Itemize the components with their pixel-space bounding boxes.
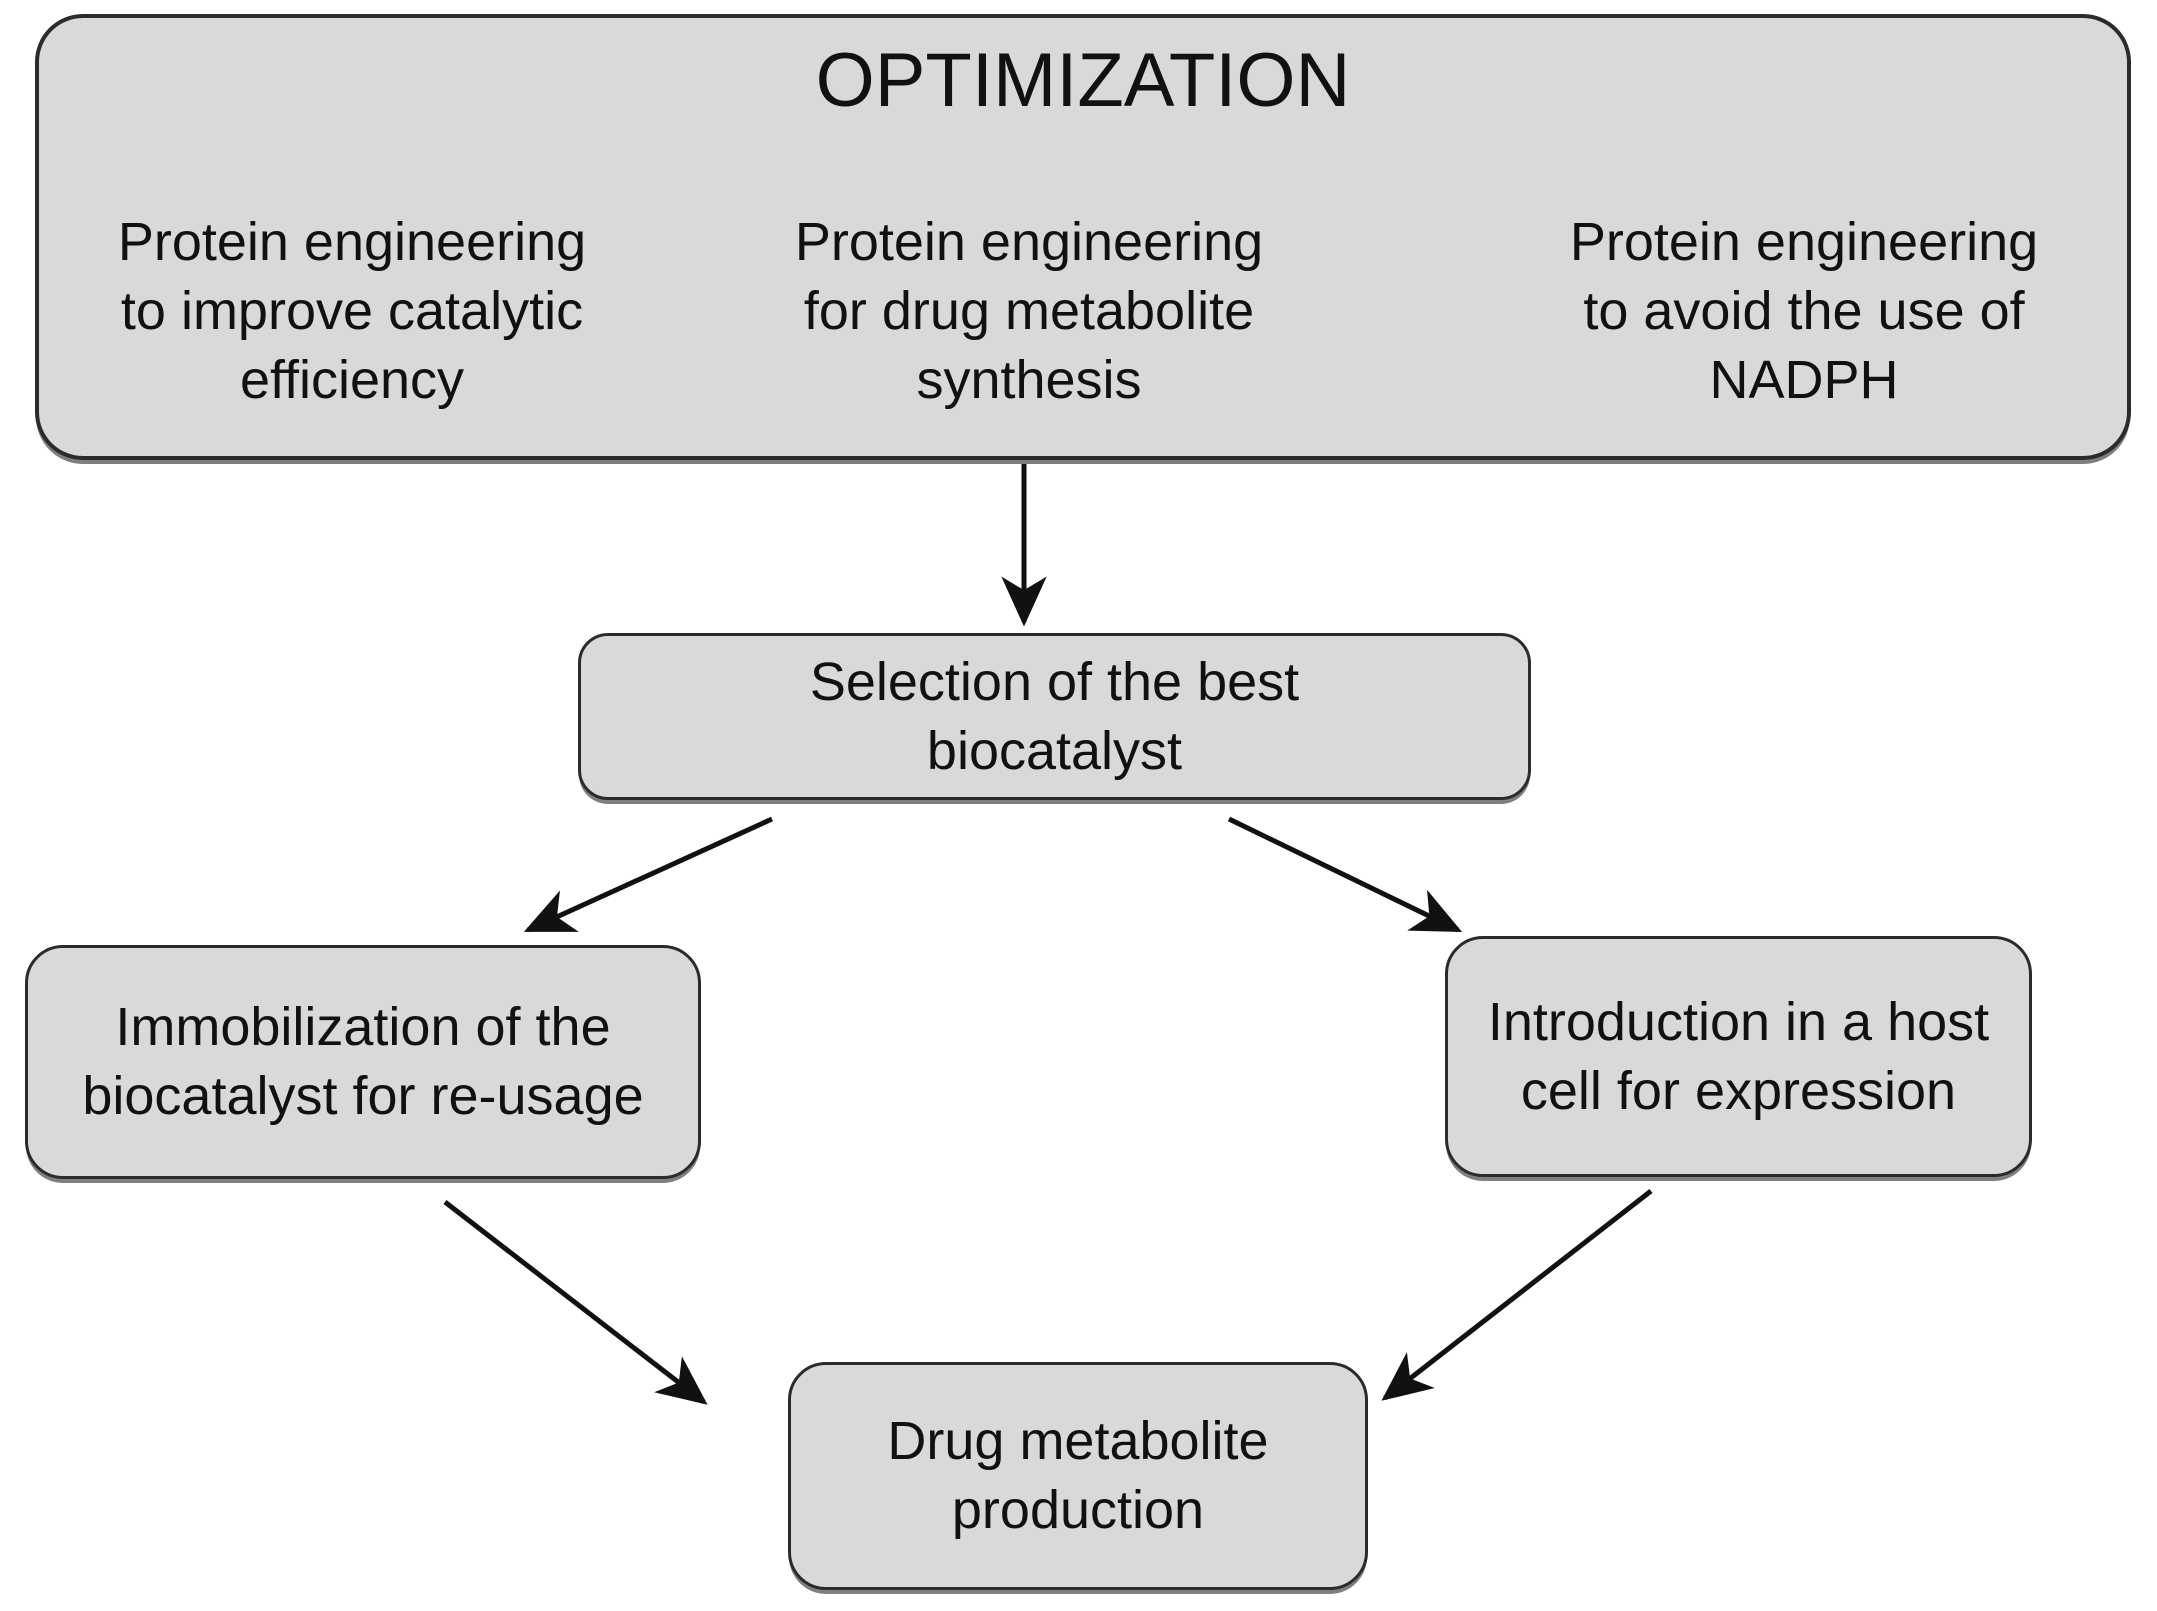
arrow-immobilization-to-production	[443, 1200, 708, 1405]
host-cell-node: Introduction in a host cell for expressi…	[1445, 936, 2032, 1177]
optimization-box: OPTIMIZATION Protein engineering to impr…	[35, 14, 2131, 460]
immobilization-node: Immobilization of the biocatalyst for re…	[25, 945, 701, 1179]
host-cell-node-label: Introduction in a host cell for expressi…	[1487, 991, 1990, 1121]
optimization-item-catalytic-efficiency: Protein engineering to improve catalytic…	[117, 212, 587, 410]
optimization-item-metabolite-synthesis: Protein engineering for drug metabolite …	[794, 212, 1264, 410]
immobilization-node-label: Immobilization of the biocatalyst for re…	[82, 997, 644, 1126]
selection-node: Selection of the best biocatalyst	[578, 633, 1531, 800]
production-node-label: Drug metabolite production	[887, 1411, 1269, 1540]
optimization-title: OPTIMIZATION	[815, 38, 1351, 123]
arrow-host-cell-to-production	[1381, 1189, 1653, 1401]
selection-node-label: Selection of the best biocatalyst	[809, 651, 1300, 781]
arrow-selection-to-host-cell	[1227, 816, 1463, 933]
production-node: Drug metabolite production	[788, 1362, 1368, 1590]
arrow-selection-to-immobilization	[523, 816, 774, 933]
optimization-item-avoid-nadph: Protein engineering to avoid the use of …	[1569, 212, 2039, 410]
